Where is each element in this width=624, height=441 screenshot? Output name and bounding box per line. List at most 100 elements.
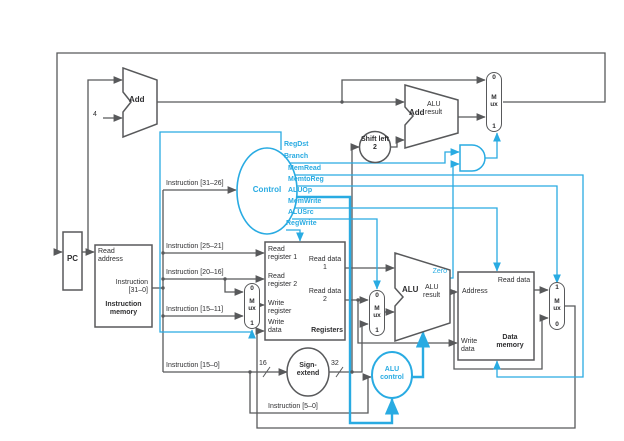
dmem-name-label: Data memory — [496, 334, 524, 349]
alu-control-out-wire — [412, 330, 431, 379]
sign-extend-to-shift-wire — [350, 143, 360, 372]
alu-name-label: ALU — [402, 285, 419, 294]
aluop-signal-label: ALUOp — [288, 187, 313, 194]
regdst-wire — [159, 131, 282, 339]
pc-adder-label: Add — [129, 95, 145, 104]
instruction-memory-box — [94, 244, 153, 328]
dmem-read-data-label: Read data — [497, 277, 531, 284]
reg-write-register-label: Write register — [268, 300, 292, 315]
reg-read-register1-label: Read register 1 — [268, 246, 298, 261]
instr-15-0-label: Instruction [15–0] — [166, 362, 220, 369]
instr-5-0-wire — [249, 372, 372, 414]
pc-adder-shape — [122, 66, 158, 139]
regwrite-signal-label: RegWrite — [286, 220, 317, 227]
imem-instruction-label: Instruction [31–0] — [115, 279, 148, 294]
pcsrc-mux: 0 Mux 1 — [486, 72, 502, 132]
reg-read-register2-label: Read register 2 — [268, 273, 298, 288]
zero-wire — [450, 160, 460, 279]
pcsrc-mux-bottom-label: 1 — [492, 123, 496, 130]
regdst-mux-bottom-label: 1 — [250, 320, 254, 327]
branch-wire — [290, 148, 460, 164]
alusrc-mux-label: Mux — [373, 305, 381, 319]
alusrc-wire — [292, 218, 381, 290]
instr-31-26-label: Instruction [31–26] — [166, 180, 224, 187]
alu-shape — [394, 251, 451, 343]
memtoreg-mux-label: Mux — [553, 298, 561, 312]
alu-result1-label: ALU — [425, 284, 439, 291]
branch-adder-result2-label: result — [425, 109, 443, 116]
alusrc-mux-top-label: 0 — [375, 292, 379, 299]
const4-label: 4 — [93, 111, 97, 118]
datapath-units — [62, 66, 535, 397]
data-memory-box — [457, 271, 535, 361]
alu-control-oval — [371, 351, 413, 399]
pcsrc-mux-top-label: 0 — [492, 74, 496, 81]
branch-adder-label: Add — [409, 108, 425, 117]
instr-5-0-label: Instruction [5–0] — [268, 403, 318, 410]
width-32-label: 32 — [331, 360, 339, 367]
slash-16 — [262, 366, 271, 378]
alu-control-label: ALU control — [380, 366, 404, 381]
writeback-wire — [255, 305, 576, 429]
branch-adder-shape — [404, 84, 459, 149]
pc-plus4-to-mux-wire — [341, 76, 486, 102]
pc-box — [62, 231, 83, 291]
memtoreg-mux-top-label: 1 — [555, 284, 559, 291]
pc-to-add-wire — [87, 76, 123, 252]
registers-box — [264, 241, 346, 341]
regdst-mux-label: Mux — [248, 298, 256, 312]
shift-left-2-label: Shift left 2 — [361, 136, 389, 151]
sign-extend-oval — [286, 347, 330, 397]
reg-read-data1-label: Read data 1 — [308, 256, 342, 271]
reg-read-data2-label: Read data 2 — [308, 288, 342, 303]
slash-32 — [335, 366, 344, 378]
memtoreg-mux: 1 Mux 0 — [549, 282, 565, 330]
instr-15-11-label: Instruction [15–11] — [166, 306, 224, 313]
shift-left-2-circle — [358, 130, 392, 164]
branch-adder-result1-label: ALU — [427, 101, 441, 108]
memwrite-wire — [294, 207, 501, 272]
width-16-label: 16 — [259, 360, 267, 367]
control-oval — [236, 147, 298, 235]
sign-extend-label: Sign-extend — [296, 362, 320, 377]
memtoreg-wire — [294, 185, 561, 284]
pcsrc-mux-label: Mux — [490, 94, 498, 108]
aluop-wire — [267, 195, 400, 425]
pc-feedback-wire — [53, 52, 606, 256]
shift-to-branch-adder-wire — [390, 136, 405, 148]
regdst-signal-label: RegDst — [284, 141, 309, 148]
regdst-mux: 0 Mux 1 — [244, 283, 260, 329]
regdst-mux-top-label: 0 — [250, 285, 254, 292]
control-buses — [267, 195, 431, 425]
alu-result2-label: result — [423, 292, 441, 299]
dmem-write-data-label: Write data — [461, 338, 478, 353]
alu-result-bypass-wire — [453, 292, 549, 370]
control-label: Control — [252, 185, 282, 194]
memread-signal-label: MemRead — [288, 165, 322, 172]
instr-20-16-to-mux-wire — [224, 279, 244, 296]
alusrc-signal-label: ALUSrc — [288, 209, 314, 216]
memtoreg-signal-label: MemtoReg — [288, 176, 324, 183]
instr-20-16-label: Instruction [20–16] — [166, 269, 224, 276]
branch-and-gate — [459, 144, 486, 172]
bus-width-slashes — [262, 366, 344, 378]
imem-read-address-label: Read address — [98, 248, 123, 263]
control-wires — [159, 131, 584, 378]
regwrite-wire — [286, 229, 304, 242]
memwrite-signal-label: MemWrite — [288, 198, 322, 205]
memtoreg-mux-bottom-label: 0 — [555, 321, 559, 328]
instr-25-21-label: Instruction [25–21] — [166, 243, 224, 250]
and-to-mux-wire — [485, 132, 501, 159]
memread-wire — [293, 174, 584, 378]
branch-signal-label: Branch — [284, 153, 309, 160]
alu-zero-label: Zero — [432, 268, 447, 275]
junction-dots — [86, 100, 456, 374]
registers-name-label: Registers — [311, 327, 343, 334]
reg-write-data-label: Write data — [268, 319, 285, 334]
imem-name-label: Instruction memory — [105, 301, 142, 316]
dmem-address-label: Address — [462, 288, 488, 295]
alusrc-mux: 0 Mux 1 — [369, 290, 385, 336]
alusrc-mux-bottom-label: 1 — [375, 327, 379, 334]
pc-label: PC — [66, 254, 79, 263]
